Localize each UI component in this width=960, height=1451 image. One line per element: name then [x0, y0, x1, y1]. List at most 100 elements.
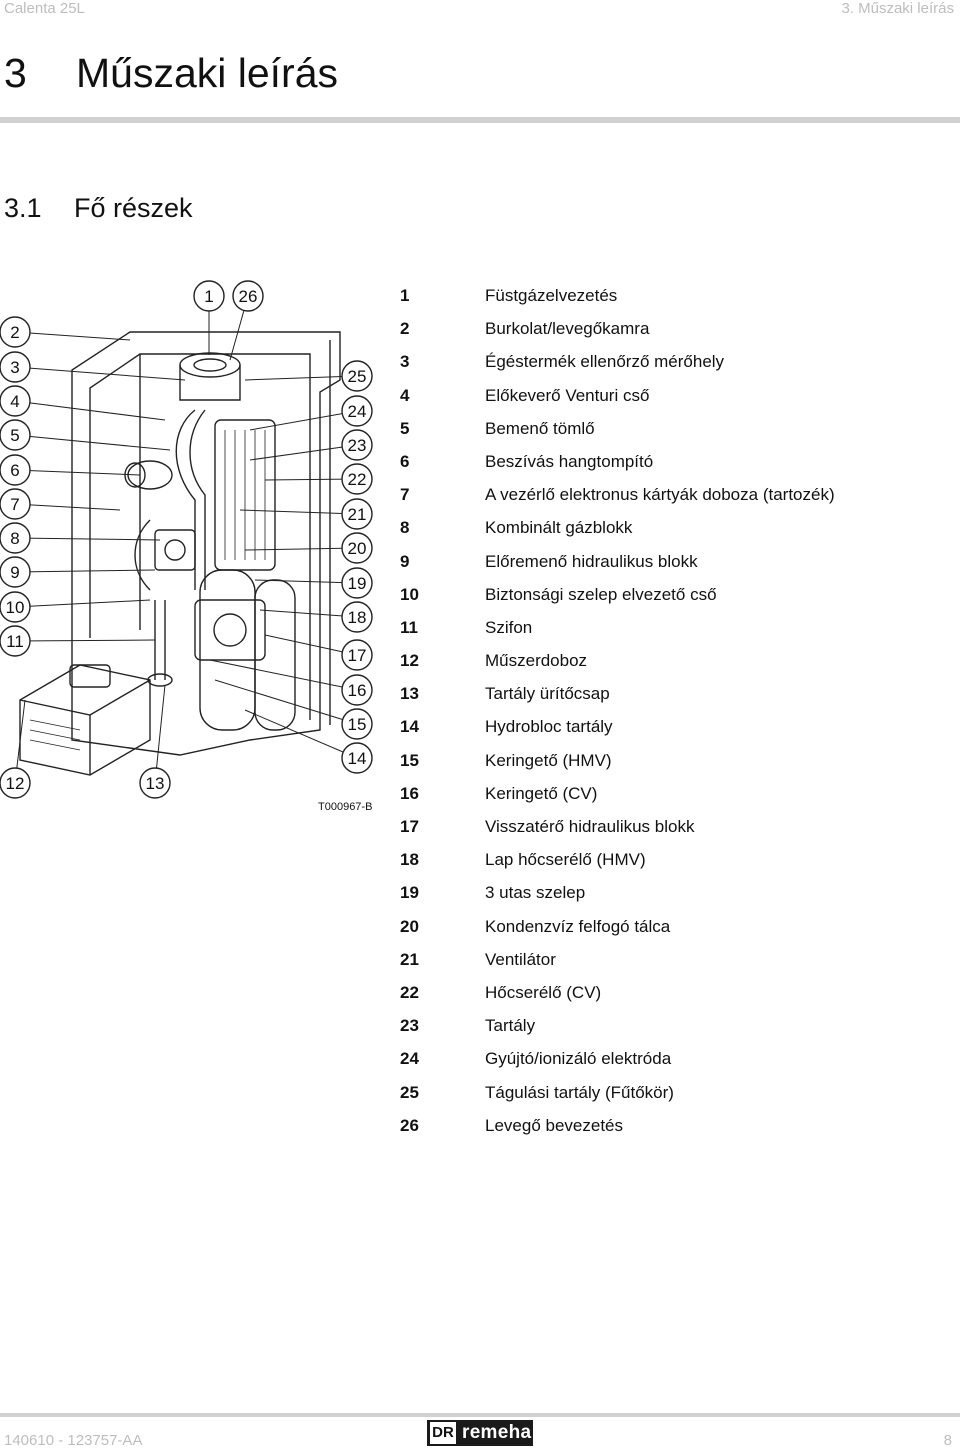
figure-code: T000967-B — [318, 801, 372, 813]
callout-leader-line — [14, 639, 156, 642]
callout-number: 19 — [348, 574, 367, 593]
running-header-chapter: 3. Műszaki leírás — [841, 0, 954, 17]
legend-number: 1 — [400, 286, 410, 305]
footer-divider — [0, 1413, 960, 1417]
callout-leader-line — [244, 547, 358, 551]
callout-leader-line — [259, 609, 358, 618]
legend-text: Bemenő tömlő — [485, 418, 595, 438]
callout-marker: 25 — [341, 360, 373, 392]
legend-number: 17 — [400, 817, 419, 836]
legend-row: 18 Lap hőcserélő (HMV) — [400, 847, 940, 880]
callout-marker: 1 — [193, 280, 225, 312]
legend-text: Tartály ürítőcsap — [485, 684, 610, 704]
legend-number: 21 — [400, 949, 419, 969]
running-header-product: Calenta 25L — [4, 0, 85, 17]
callout-number: 9 — [10, 563, 19, 582]
callout-marker: 2 — [0, 316, 31, 348]
legend-text: Tartály — [485, 1016, 536, 1036]
legend-number: 24 — [400, 1049, 419, 1069]
legend-text: Kondenzvíz felfogó tálca — [485, 916, 671, 936]
brand-logo: DR remeha — [427, 1420, 533, 1446]
page-number: 8 — [943, 1432, 952, 1449]
legend-row: 9 Előremenő hidraulikus blokk — [400, 549, 940, 582]
legend-text: Visszatérő hidraulikus blokk — [485, 817, 695, 836]
legend-text: Keringető (HMV) — [485, 750, 612, 770]
legend-number: 20 — [400, 916, 419, 936]
callout-marker: 8 — [0, 522, 31, 554]
callout-number: 13 — [146, 774, 165, 793]
callout-marker: 17 — [341, 639, 373, 671]
legend-text: Előkeverő Venturi cső — [485, 385, 650, 405]
callout-marker: 3 — [0, 351, 31, 383]
legend-row: 23 Tartály — [400, 1013, 940, 1046]
callout-number: 26 — [239, 287, 258, 306]
callout-marker: 11 — [0, 625, 31, 657]
chapter-number: 3 — [4, 50, 27, 96]
callout-leader-line — [209, 659, 358, 691]
callout-number: 22 — [348, 470, 367, 489]
callout-number: 2 — [10, 323, 19, 342]
callout-number: 14 — [348, 749, 367, 768]
legend-text: Ventilátor — [485, 949, 556, 969]
legend-text: Kombinált gázblokk — [485, 518, 633, 538]
legend-number: 9 — [400, 551, 410, 571]
callout-marker: 14 — [341, 742, 373, 774]
legend-text: Levegő bevezetés — [485, 1115, 623, 1135]
legend-number: 18 — [400, 850, 419, 870]
callout-number: 11 — [6, 632, 24, 651]
callout-leader-line — [239, 509, 358, 515]
callout-number: 25 — [348, 367, 367, 386]
callout-number: 5 — [10, 426, 19, 445]
section-number: 3.1 — [4, 193, 42, 223]
brand-mark: DR — [430, 1422, 456, 1444]
callout-marker: 13 — [139, 767, 171, 799]
legend-number: 11 — [400, 617, 418, 637]
legend-row: 21 Ventilátor — [400, 947, 940, 980]
legend-number: 25 — [400, 1082, 419, 1102]
callout-marker: 10 — [0, 591, 31, 623]
legend-text: A vezérlő elektronus kártyák doboza (tar… — [485, 485, 835, 505]
legend-number: 3 — [400, 352, 410, 372]
callout-number: 12 — [6, 774, 25, 793]
legend-text: Hőcserélő (CV) — [485, 982, 602, 1002]
callout-marker: 9 — [0, 556, 31, 588]
callout-number: 8 — [10, 529, 19, 548]
legend-text: Lap hőcserélő (HMV) — [485, 850, 646, 870]
legend-number: 13 — [400, 684, 419, 704]
legend-text: Szifon — [485, 617, 533, 637]
legend-text: Előremenő hidraulikus blokk — [485, 551, 698, 571]
callout-number: 10 — [6, 598, 25, 617]
callout-marker: 21 — [341, 498, 373, 530]
callout-marker: 7 — [0, 488, 31, 520]
legend-number: 23 — [400, 1016, 419, 1036]
callout-number: 20 — [348, 539, 367, 558]
callout-marker: 19 — [341, 567, 373, 599]
legend-row: 20 Kondenzvíz felfogó tálca — [400, 914, 940, 947]
callout-leader-line — [154, 684, 166, 784]
callout-leader-line — [244, 375, 358, 381]
callout-number: 16 — [348, 681, 367, 700]
callout-number: 24 — [348, 402, 367, 421]
legend-row: 11 Szifon — [400, 615, 940, 648]
callout-number: 17 — [348, 646, 367, 665]
callout-leader-line — [14, 569, 156, 573]
callout-marker: 18 — [341, 601, 373, 633]
callout-marker: 12 — [0, 767, 31, 799]
